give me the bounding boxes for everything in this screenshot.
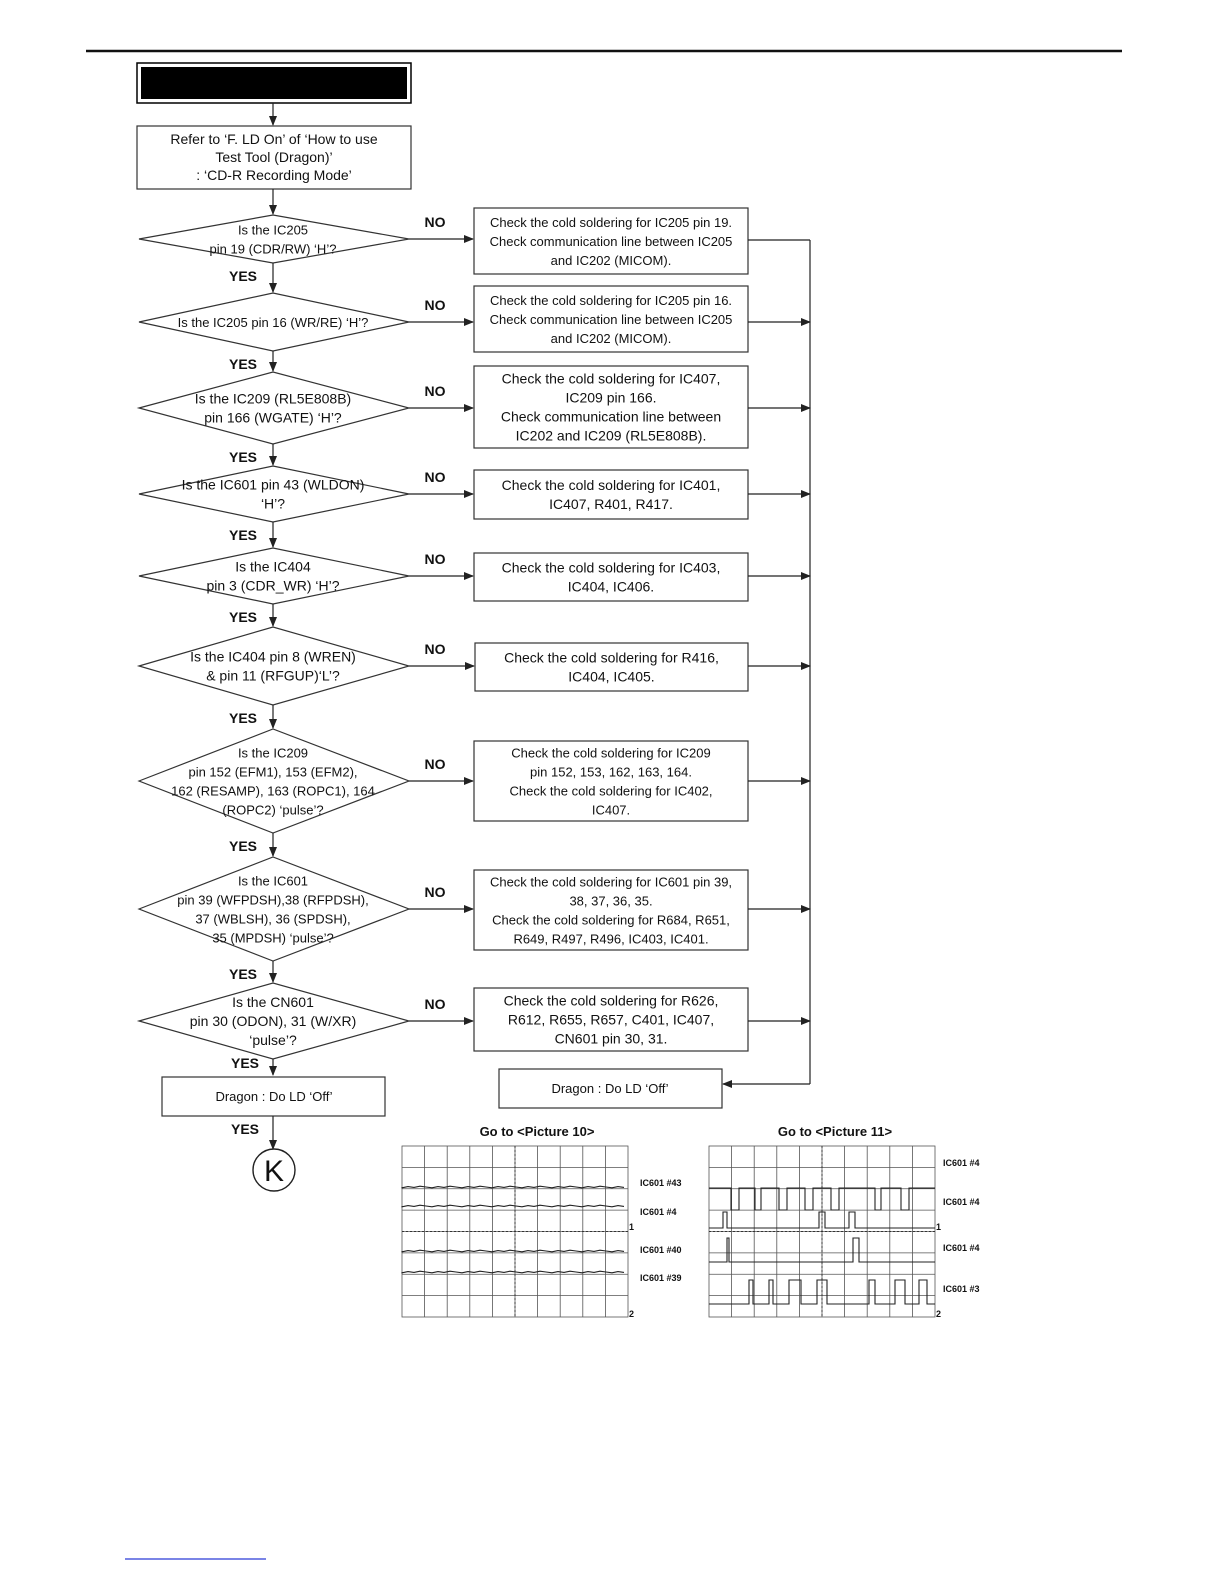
connector-circle — [252, 1148, 296, 1192]
decision-diamond — [136, 626, 412, 706]
decision-diamond — [138, 547, 410, 605]
picture-title: Go to <Picture 11> — [778, 1124, 893, 1139]
scope-trace — [709, 1279, 935, 1305]
decision-text: Is the IC601 pin 43 (WLDON)‘H’? — [182, 477, 365, 512]
decision-diamond — [138, 465, 410, 523]
action-text: Check the cold soldering for IC403,IC404… — [502, 560, 721, 595]
scope-trace — [401, 1204, 625, 1208]
yes-label: YES — [229, 356, 257, 372]
picture-title: Go to <Picture 10> — [480, 1124, 595, 1139]
action-text: Check the cold soldering for R416,IC404,… — [504, 650, 719, 685]
channel-label: IC601 #39 — [640, 1273, 682, 1283]
yes-label: YES — [229, 710, 257, 726]
no-label: NO — [425, 641, 446, 657]
end-box-right — [498, 1068, 723, 1109]
action-text: Check the cold soldering for IC407,IC209… — [501, 371, 721, 444]
yes-label: YES — [231, 1121, 259, 1137]
no-label: NO — [425, 469, 446, 485]
yes-label: YES — [231, 1055, 259, 1071]
action-text: Check the cold soldering for IC401,IC407… — [502, 477, 721, 512]
channel-label: IC601 #4 — [943, 1197, 980, 1207]
action-box — [473, 365, 749, 449]
yes-label: YES — [229, 268, 257, 284]
action-text: Check the cold soldering for IC205 pin 1… — [490, 293, 733, 346]
oscilloscope-picture: Go to <Picture 11> IC601 #4 IC601 #4 IC601 … — [708, 1124, 980, 1319]
marker-1: 1 — [936, 1222, 941, 1232]
scope-trace — [401, 1270, 625, 1274]
scope-trace — [401, 1249, 625, 1253]
channel-label: IC601 #4 — [943, 1158, 980, 1168]
channel-label: IC601 #4 — [640, 1207, 677, 1217]
action-box — [474, 642, 749, 692]
end-left-text: Dragon : Do LD ‘Off’ — [215, 1089, 332, 1104]
start-box — [136, 125, 412, 190]
marker-2: 2 — [629, 1309, 634, 1319]
channel-label: IC601 #3 — [943, 1284, 980, 1294]
channel-label: IC601 #4 — [943, 1243, 980, 1253]
yes-label: YES — [229, 609, 257, 625]
decision-text: Is the IC205 pin 16 (WR/RE) ‘H’? — [178, 315, 369, 330]
yes-label: YES — [229, 449, 257, 465]
action-box — [473, 285, 749, 353]
yes-label: YES — [229, 527, 257, 543]
no-label: NO — [425, 884, 446, 900]
action-box — [473, 740, 749, 822]
no-label: NO — [425, 551, 446, 567]
decision-diamond — [136, 371, 412, 445]
title-bar — [141, 67, 407, 99]
channel-label: IC601 #40 — [640, 1245, 682, 1255]
end-box-left — [161, 1076, 386, 1117]
action-box — [473, 552, 749, 602]
scope-trace — [709, 1237, 935, 1263]
marker-2: 2 — [936, 1309, 941, 1319]
end-right-text: Dragon : Do LD ‘Off’ — [551, 1081, 668, 1096]
connector-label: K — [264, 1155, 284, 1188]
decision-text: Is the IC404 pin 8 (WREN)& pin 11 (RFGUP… — [190, 649, 356, 684]
action-box — [473, 469, 749, 520]
yes-label: YES — [229, 838, 257, 854]
action-box — [473, 207, 749, 275]
decision-text: Is the IC209 (RL5E808B)pin 166 (WGATE) ‘… — [195, 391, 351, 426]
scope-trace — [709, 1187, 935, 1211]
no-label: NO — [425, 383, 446, 399]
no-label: NO — [425, 214, 446, 230]
action-box — [473, 869, 749, 951]
action-text: Check the cold soldering for IC205 pin 1… — [490, 215, 733, 268]
action-text: Check the cold soldering for IC601 pin 3… — [490, 875, 732, 947]
scope-trace — [709, 1211, 935, 1229]
yes-label: YES — [229, 966, 257, 982]
marker-1: 1 — [629, 1222, 634, 1232]
scope-trace — [401, 1185, 625, 1189]
no-label: NO — [425, 756, 446, 772]
channel-label: IC601 #43 — [640, 1178, 682, 1188]
no-label: NO — [425, 297, 446, 313]
action-box — [473, 987, 749, 1052]
no-label: NO — [425, 996, 446, 1012]
action-text: Check the cold soldering for R626,R612, … — [504, 993, 719, 1047]
